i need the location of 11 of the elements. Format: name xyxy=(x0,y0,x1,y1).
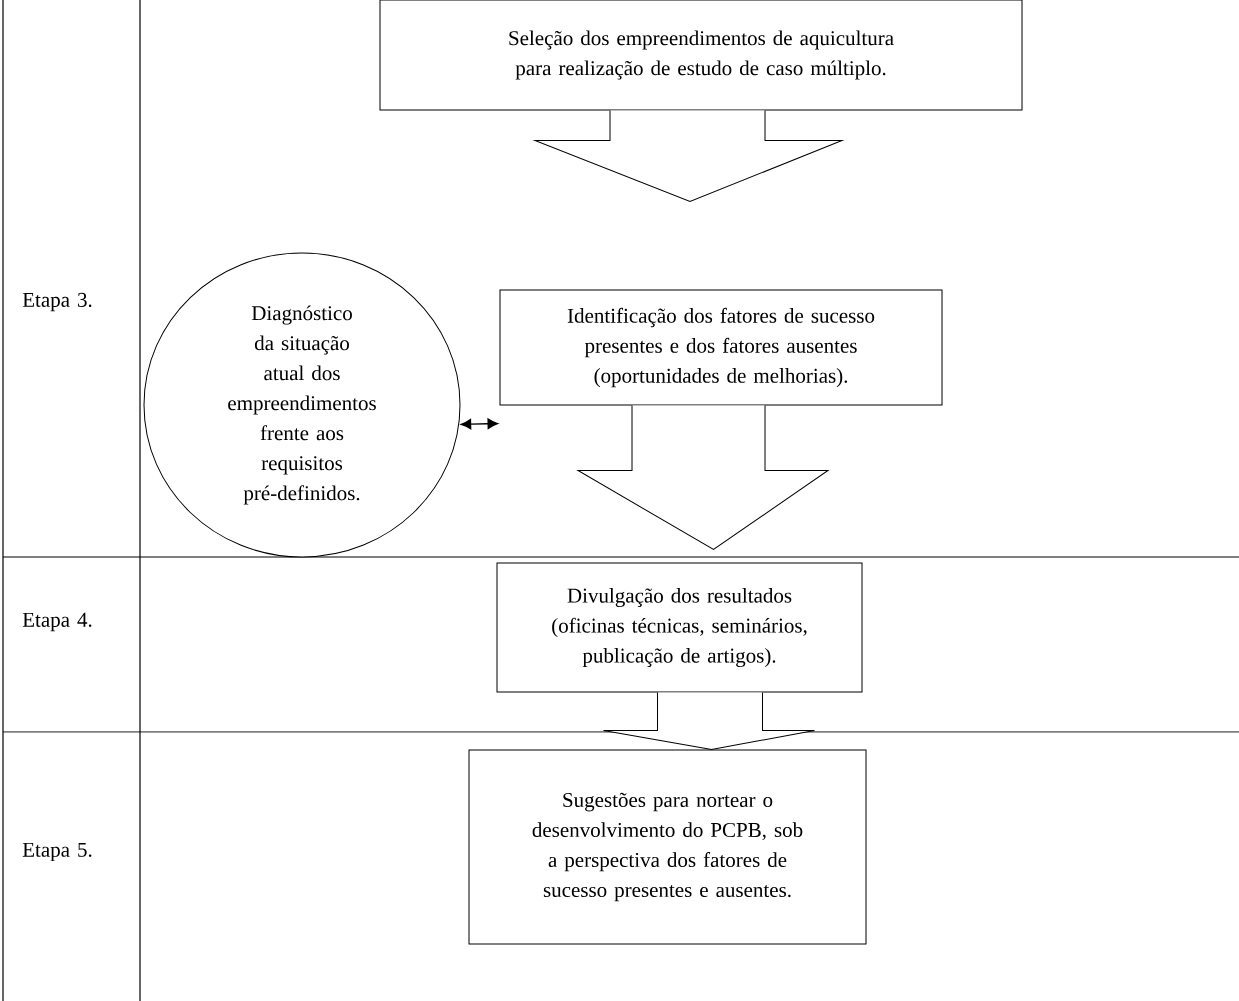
process-box: Seleção dos empreendimentos de aquicultura para realização de estudo de caso múltiplo. xyxy=(379,0,1023,111)
process-box: Sugestões para nortear o desenvolvimento do PCPB, sob a perspectiva dos fatores de sucesso presentes e ausentes. xyxy=(468,749,867,945)
block-arrow xyxy=(603,692,815,750)
process-box: Identificação dos fatores de sucesso presentes e dos fatores ausentes (oportunidades de melhorias). xyxy=(499,289,943,406)
stage-label: Etapa 5. xyxy=(22,842,92,862)
block-arrow xyxy=(577,405,829,550)
stage-label: Etapa 4. xyxy=(22,612,92,632)
block-arrow xyxy=(534,110,843,202)
double-arrow xyxy=(460,418,499,430)
stage-label: Etapa 3. xyxy=(22,292,92,312)
process-box: Divulgação dos resultados (oficinas técnicas, seminários, publicação de artigos). xyxy=(496,562,863,693)
